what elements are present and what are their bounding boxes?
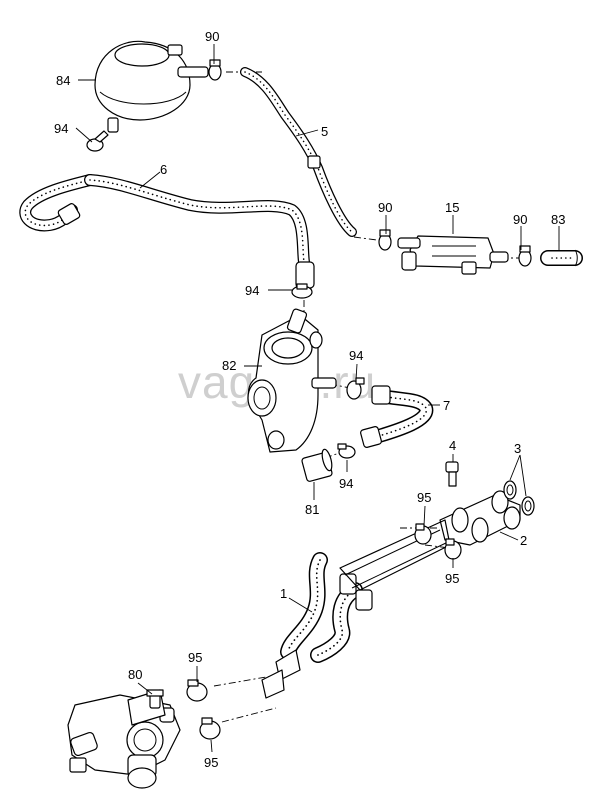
screw-4 — [445, 461, 459, 487]
callout-83: 83 — [551, 212, 565, 227]
clamp-95-d — [199, 717, 221, 740]
connector-82 — [247, 308, 337, 453]
callout-90-right: 90 — [513, 212, 527, 227]
clamp-94-d — [337, 443, 356, 459]
clamp-94-b — [291, 283, 313, 299]
clamps — [86, 59, 532, 740]
callout-94-c: 94 — [349, 348, 363, 363]
leader-lines — [75, 44, 560, 753]
callout-94-d: 94 — [339, 476, 353, 491]
callout-94-b: 94 — [245, 283, 259, 298]
callout-81: 81 — [305, 502, 319, 517]
expansion-tank-84 — [94, 40, 209, 133]
clamp-94-a — [86, 130, 109, 152]
callout-4: 4 — [449, 438, 456, 453]
callout-94-a: 94 — [54, 121, 68, 136]
thermostat-housing — [67, 689, 181, 789]
hose-7 — [360, 385, 434, 448]
o-rings-3 — [503, 480, 535, 516]
clamp-95-c — [186, 679, 208, 702]
callouts: 90 84 94 5 6 90 15 90 83 94 82 94 7 94 8… — [54, 29, 565, 770]
clamp-90-mid — [378, 229, 392, 251]
sensor-80 — [146, 689, 164, 709]
control-valve-15 — [397, 235, 509, 275]
hose-83 — [540, 249, 583, 267]
callout-6: 6 — [160, 162, 167, 177]
callout-95-d: 95 — [204, 755, 218, 770]
clamp-90-right — [518, 245, 532, 267]
clamp-94-c — [346, 377, 365, 400]
callout-82: 82 — [222, 358, 236, 373]
callout-80: 80 — [128, 667, 142, 682]
callout-7: 7 — [443, 398, 450, 413]
callout-90-mid: 90 — [378, 200, 392, 215]
callout-90-top: 90 — [205, 29, 219, 44]
clamp-90-top — [208, 59, 222, 81]
hose-1 — [261, 552, 373, 699]
callout-3: 3 — [514, 441, 521, 456]
callout-95-b: 95 — [445, 571, 459, 586]
hose-5 — [240, 67, 357, 237]
pipe-81 — [301, 448, 333, 482]
callout-15: 15 — [445, 200, 459, 215]
callout-95-a: 95 — [417, 490, 431, 505]
callout-84: 84 — [56, 73, 70, 88]
callout-1: 1 — [280, 586, 287, 601]
callout-5: 5 — [321, 124, 328, 139]
clamp-95-b — [444, 538, 462, 560]
callout-95-c: 95 — [188, 650, 202, 665]
clamp-95-a — [414, 523, 432, 545]
connector-2 — [339, 490, 521, 591]
hose-6 — [19, 174, 315, 289]
callout-2: 2 — [520, 533, 527, 548]
